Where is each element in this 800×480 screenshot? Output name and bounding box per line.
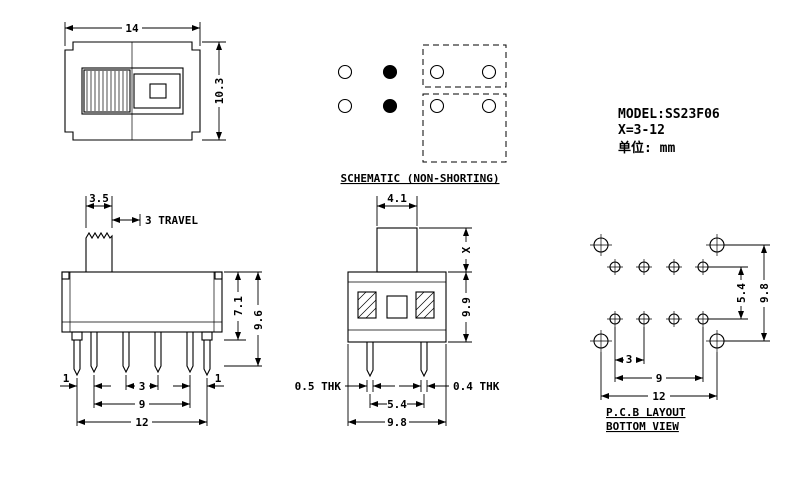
schematic-terminal	[481, 98, 497, 114]
side-view: 4.1 X 9.9 0.5 THK 0.4 THK	[295, 192, 500, 429]
front-view-end-gap-right-label: 1	[215, 372, 222, 385]
front-view-body	[61, 271, 223, 333]
front-view-pin-span-dim: 9	[94, 398, 190, 411]
side-view-thk-right-label: 0.4 THK	[453, 380, 500, 393]
schematic-common-terminal	[382, 64, 398, 80]
front-view-end-gap-left-label: 1	[63, 372, 70, 385]
front-view-corner-tab-right	[214, 271, 223, 280]
top-view-body-outline	[64, 41, 201, 141]
front-view-end-gap-left-dim: 1	[60, 372, 111, 389]
front-view-body-height-label: 7.1	[232, 296, 245, 316]
pcb-pin-span-label: 9	[656, 372, 663, 385]
front-view-pin-span-label: 9	[139, 398, 146, 411]
top-view-slider-knob	[83, 69, 131, 113]
side-view-thk-left-dim: 0.5 THK	[295, 380, 395, 393]
pcb-mount-span-dim: 12	[600, 352, 718, 403]
side-view-knob	[376, 227, 418, 273]
side-view-knob-height-label: X	[460, 246, 473, 253]
side-view-knob-width-label: 4.1	[387, 192, 407, 205]
top-view-height-label: 10.3	[213, 78, 226, 105]
side-view-thk-left-label: 0.5 THK	[295, 380, 342, 393]
front-view-pin-pitch-label: 3	[139, 380, 146, 393]
pcb-mount-hole-crosses	[590, 234, 728, 352]
pcb-pin-pitch-dim: 3	[614, 327, 645, 366]
title-block: MODEL:SS23F06 X=3-12 单位: mm	[618, 107, 720, 156]
front-view-bottom-extension-lines	[76, 375, 208, 426]
side-view-pin-gap-dim: 5.4	[369, 394, 425, 411]
side-view-overall-label: 9.8	[387, 416, 407, 429]
front-view-overall-width-dim: 12	[77, 416, 207, 429]
front-view-frame-lines	[62, 272, 222, 332]
pcb-pin-hole-crosses	[607, 259, 711, 327]
side-view-body-height-dim: 9.9	[448, 272, 473, 343]
pcb-mount-span-label: 12	[652, 390, 665, 403]
top-view-knob-hatch	[86, 71, 128, 111]
side-view-body-height-label: 9.9	[460, 297, 473, 317]
pcb-row-gap-label: 5.4	[735, 283, 748, 303]
top-view-height-dim: 10.3	[202, 41, 226, 141]
front-view: 3.5 3 TRAVEL 7.1 9.6 1 3	[60, 192, 265, 429]
front-view-knob-width-label: 3.5	[89, 192, 109, 205]
front-view-total-height-dim: 9.6	[224, 271, 265, 367]
front-view-overall-width-label: 12	[135, 416, 148, 429]
schematic-caption: SCHEMATIC (NON-SHORTING)	[341, 172, 500, 185]
side-view-pin-gap-label: 5.4	[387, 398, 407, 411]
schematic-slider-box-bottom	[422, 93, 507, 163]
pcb-view: 5.4 9.8 3 9 12 P.C.B LAYOUT BOTTOM VIEW	[590, 234, 771, 433]
schematic-terminal	[429, 64, 445, 80]
front-view-travel-label: 3 TRAVEL	[145, 214, 198, 227]
pcb-layout-caption: P.C.B LAYOUT	[606, 406, 686, 419]
schematic-terminal	[481, 64, 497, 80]
top-view: 14 10.3	[64, 21, 226, 141]
front-view-end-gap-right-dim: 1	[173, 372, 224, 389]
bottom-view-caption: BOTTOM VIEW	[606, 420, 679, 433]
side-view-frame-lines	[348, 281, 446, 331]
model-number-label: MODEL:SS23F06	[618, 107, 720, 122]
side-view-pins	[366, 342, 428, 378]
side-view-center-detail	[386, 295, 408, 319]
pcb-mount-gap-label: 9.8	[758, 283, 771, 303]
top-view-slot	[81, 67, 184, 115]
front-view-foot-right	[201, 331, 213, 341]
pcb-pin-span-dim: 9	[614, 327, 704, 385]
pcb-pin-pitch-label: 3	[626, 353, 633, 366]
schematic-terminal	[337, 98, 353, 114]
schematic-common-terminal	[382, 98, 398, 114]
front-view-terminal-pins	[90, 332, 194, 374]
front-view-corner-tab-left	[61, 271, 70, 280]
side-view-body	[347, 271, 447, 343]
pcb-mount-gap-dim: 9.8	[724, 244, 771, 342]
front-view-pin-pitch-dim: 3	[126, 380, 158, 393]
x-range-label: X=3-12	[618, 123, 665, 138]
front-view-travel-dim: 3 TRAVEL	[112, 214, 198, 227]
top-view-width-label: 14	[125, 22, 139, 35]
side-view-thk-right-dim: 0.4 THK	[399, 380, 500, 393]
side-view-knob-width-dim: 4.1	[376, 192, 418, 226]
side-view-terminal-block-right	[415, 291, 435, 319]
unit-label: 单位: mm	[618, 140, 675, 156]
schematic-terminal	[337, 64, 353, 80]
side-view-terminal-block-left	[357, 291, 377, 319]
pcb-row-gap-dim: 5.4	[708, 266, 748, 320]
schematic-slider-box-top	[422, 44, 507, 88]
schematic-view: SCHEMATIC (NON-SHORTING)	[337, 44, 507, 185]
front-view-total-height-label: 9.6	[252, 310, 265, 330]
top-view-slot-opening	[133, 73, 181, 109]
front-view-body-height-dim: 7.1	[224, 271, 246, 341]
front-view-foot-left	[71, 331, 83, 341]
front-view-knob-width-dim: 3.5	[85, 192, 113, 228]
side-view-terminal-hatch	[357, 291, 435, 319]
top-view-width-dim: 14	[64, 21, 201, 46]
side-view-knob-height-dim: X	[419, 227, 473, 273]
top-view-slot-detail	[149, 83, 167, 99]
schematic-terminal	[429, 98, 445, 114]
front-view-knob	[85, 231, 113, 272]
front-view-bracket-legs	[73, 340, 211, 377]
side-view-overall-dim: 9.8	[347, 344, 447, 429]
